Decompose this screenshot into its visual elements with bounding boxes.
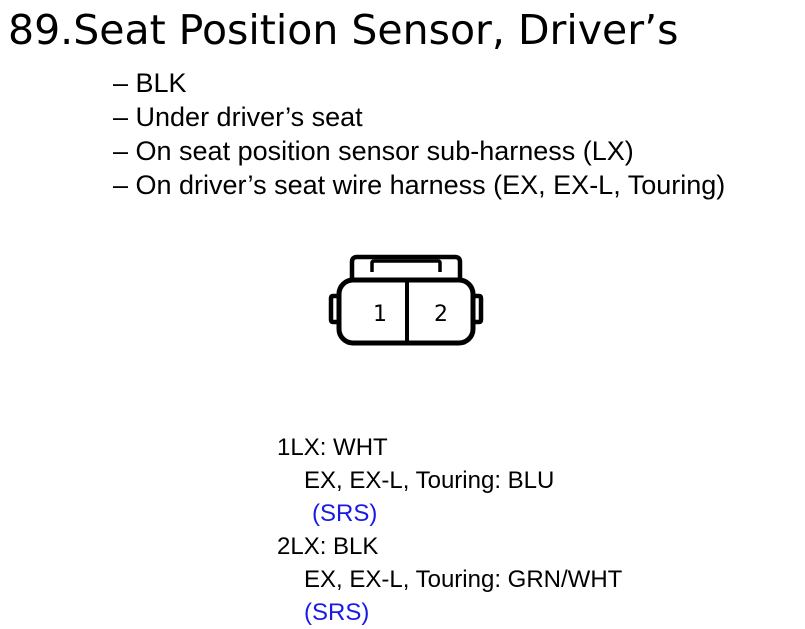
pin-1-lx-row: 1LX: WHT xyxy=(277,431,622,464)
connector-diagram: 1 2 xyxy=(328,254,484,346)
pin-1-number: 1 xyxy=(277,434,291,461)
terminal-2-label: 2 xyxy=(434,302,448,327)
pin-2-ex: EX, EX-L, Touring: GRN/WHT xyxy=(304,566,623,593)
pin-2-number: 2 xyxy=(277,533,291,560)
pin-1-lx: LX: WHT xyxy=(290,434,388,461)
connector-color: – BLK xyxy=(113,68,187,98)
pin-2-lx: LX: BLK xyxy=(290,533,379,560)
connector-details-list: – BLK – Under driver’s seat – On seat po… xyxy=(113,66,725,202)
connector-right-latch xyxy=(472,293,484,325)
page-title: 89.Seat Position Sensor, Driver’s xyxy=(8,6,679,54)
pin-2-note: (SRS) xyxy=(304,599,370,626)
connector-harness-ex: – On driver’s seat wire harness (EX, EX-… xyxy=(113,170,726,200)
pin-1-ex: EX, EX-L, Touring: BLU xyxy=(304,467,555,494)
terminal-1-label: 1 xyxy=(373,302,387,327)
pin-assignments: 1LX: WHT EX, EX-L, Touring: BLU (SRS) 2L… xyxy=(277,431,622,629)
connector-harness-lx: – On seat position sensor sub-harness (L… xyxy=(113,136,634,166)
connector-lock-tab xyxy=(349,254,463,280)
connector-location: – Under driver’s seat xyxy=(113,102,363,132)
pin-1-note: (SRS) xyxy=(312,500,378,527)
pin-2-lx-row: 2LX: BLK xyxy=(277,530,622,563)
connector-left-latch xyxy=(328,293,340,325)
connector-lock-inner xyxy=(370,259,442,272)
